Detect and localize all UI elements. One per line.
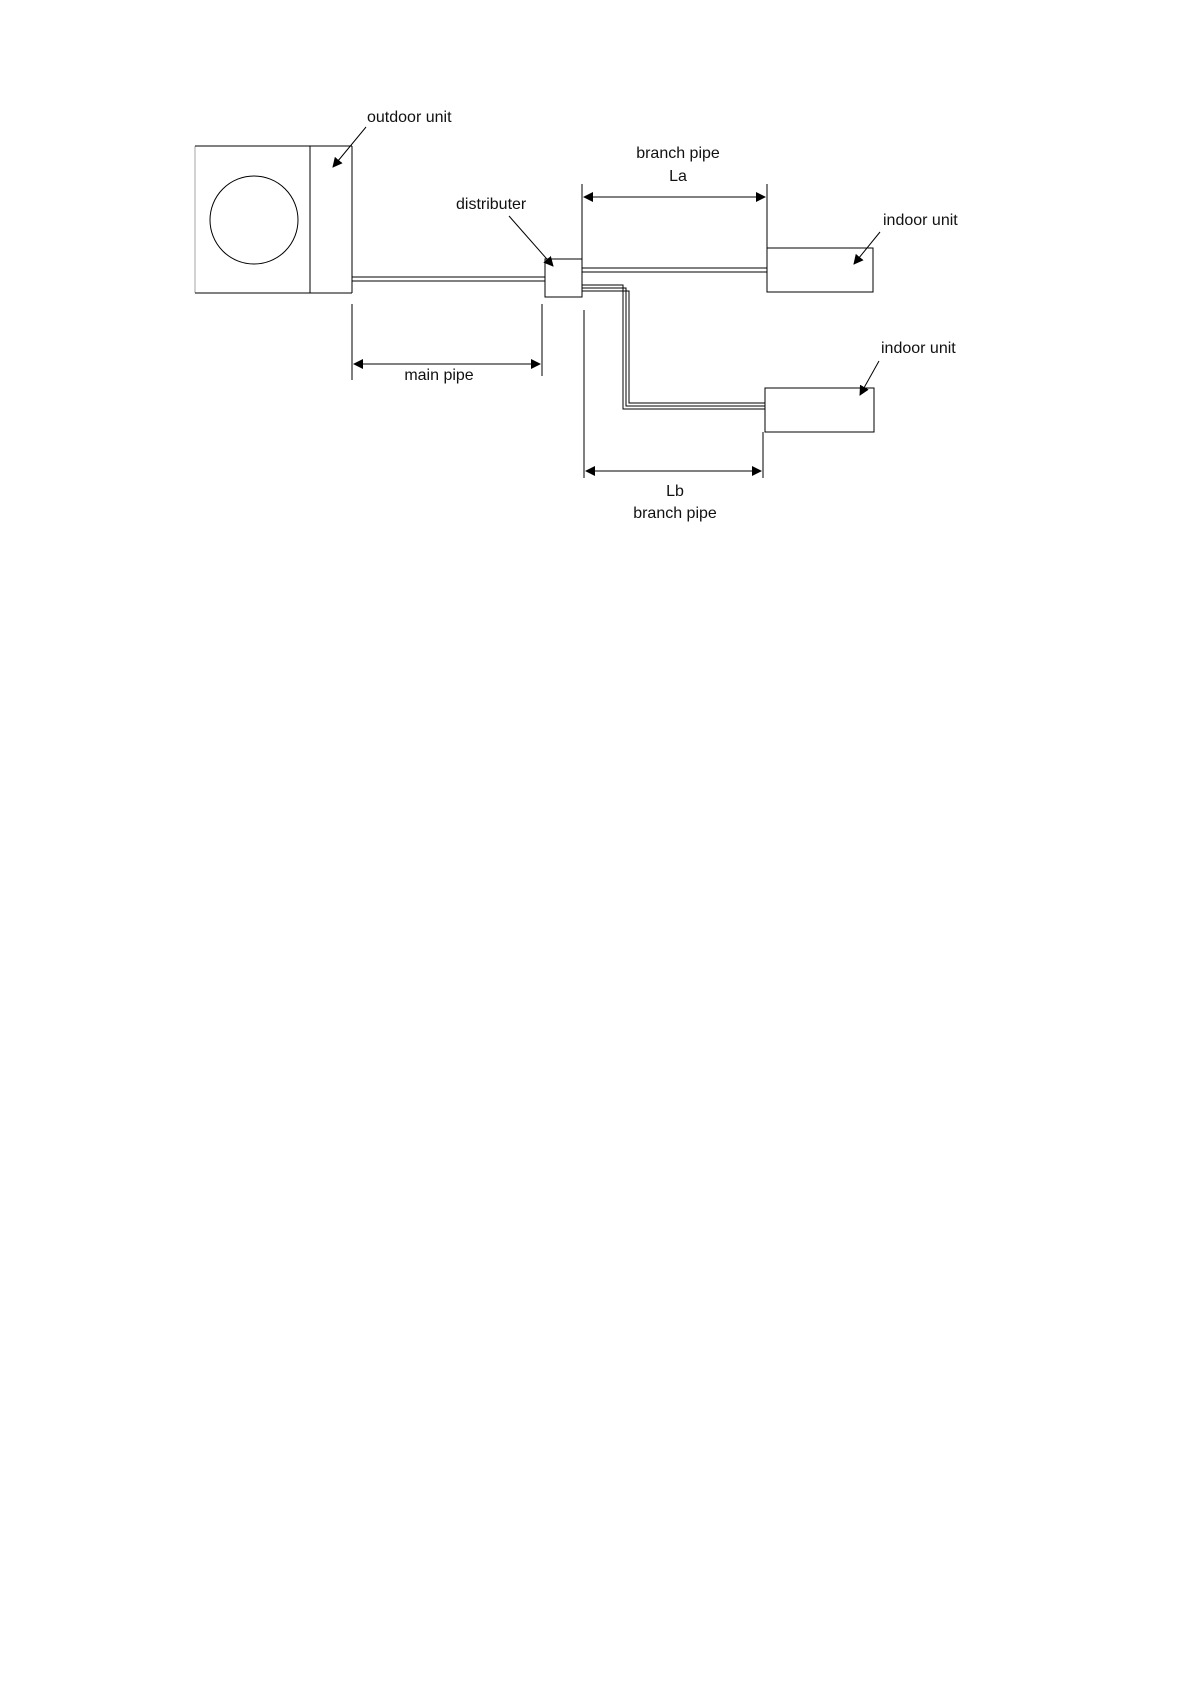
- lower-branch-line-2: [582, 288, 765, 406]
- lb-label: Lb: [666, 483, 684, 500]
- indoor-unit-top: [767, 248, 873, 292]
- upper-branch-pipe: [582, 268, 767, 272]
- outdoor-unit-pointer-arrow: [333, 127, 366, 167]
- distributer-pointer-arrow: [509, 216, 553, 266]
- branch-pipe-top-label: branch pipe: [636, 145, 720, 162]
- distributer-box: [545, 259, 582, 297]
- fan-circle: [210, 176, 298, 264]
- indoor-unit-bottom: [765, 388, 874, 432]
- distributer-label: distributer: [456, 196, 527, 213]
- outdoor-unit-label: outdoor unit: [367, 109, 452, 126]
- indoor-unit-bottom-label: indoor unit: [881, 340, 956, 357]
- main-pipe-label: main pipe: [404, 367, 473, 384]
- branch-pipe-bottom-label: branch pipe: [633, 505, 717, 522]
- lower-branch-pipe: [582, 285, 765, 409]
- main-pipe: [352, 277, 545, 281]
- outdoor-unit: [195, 146, 352, 293]
- lower-branch-line-3: [582, 291, 765, 403]
- la-label: La: [669, 168, 687, 185]
- lower-branch-line-1: [582, 285, 765, 409]
- la-dimension: [582, 184, 767, 259]
- indoor-unit-top-label: indoor unit: [883, 212, 958, 229]
- lb-dimension: [584, 310, 763, 478]
